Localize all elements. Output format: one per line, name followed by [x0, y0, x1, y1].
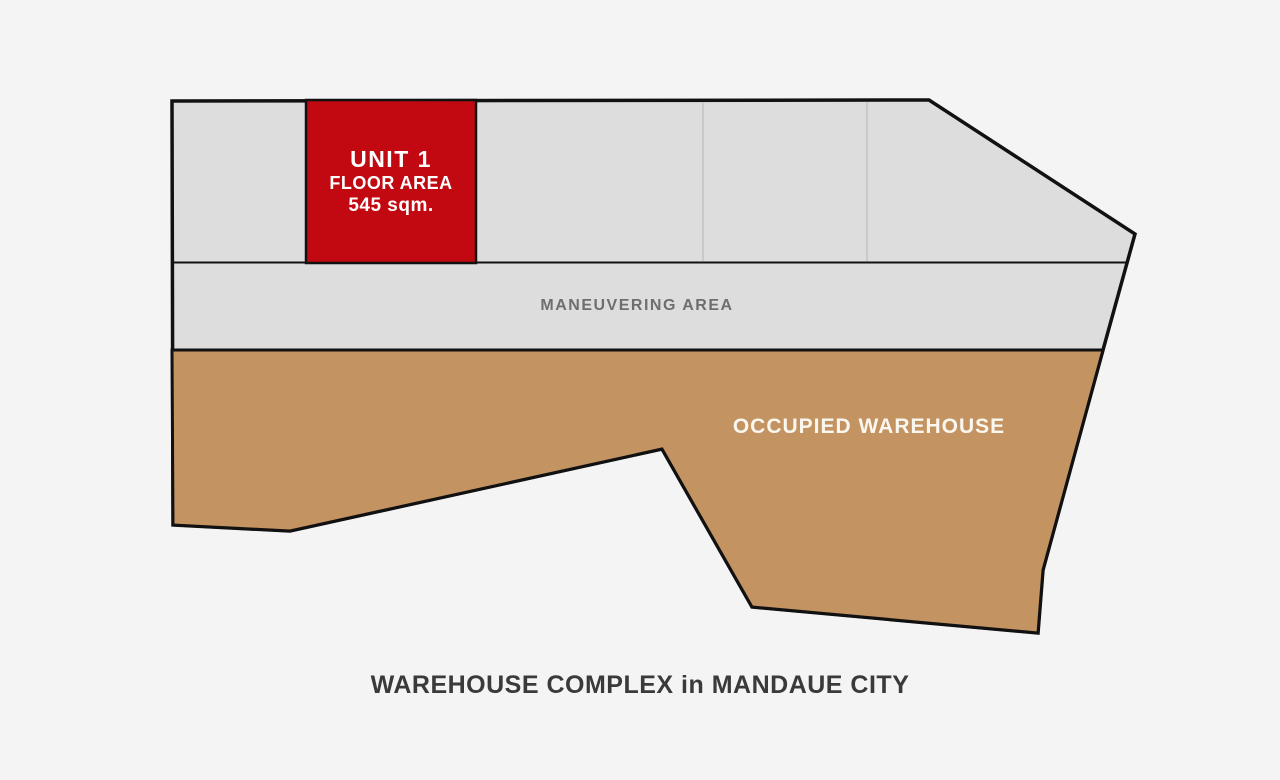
maneuvering-area-label: MANEUVERING AREA — [540, 297, 734, 314]
unit1-label: UNIT 1 FLOOR AREA 545 sqm. — [306, 100, 476, 263]
unit1-name: UNIT 1 — [350, 145, 432, 172]
page-title: WAREHOUSE COMPLEX in MANDAUE CITY — [370, 671, 910, 699]
occupied-warehouse-shape — [170, 348, 1105, 635]
unit1-floor-area-label: FLOOR AREA — [329, 173, 453, 194]
occupied-warehouse-label: OCCUPIED WAREHOUSE — [732, 415, 1006, 438]
unit1-floor-size: 545 sqm. — [348, 194, 434, 216]
unit1-block-shape — [304, 98, 478, 265]
